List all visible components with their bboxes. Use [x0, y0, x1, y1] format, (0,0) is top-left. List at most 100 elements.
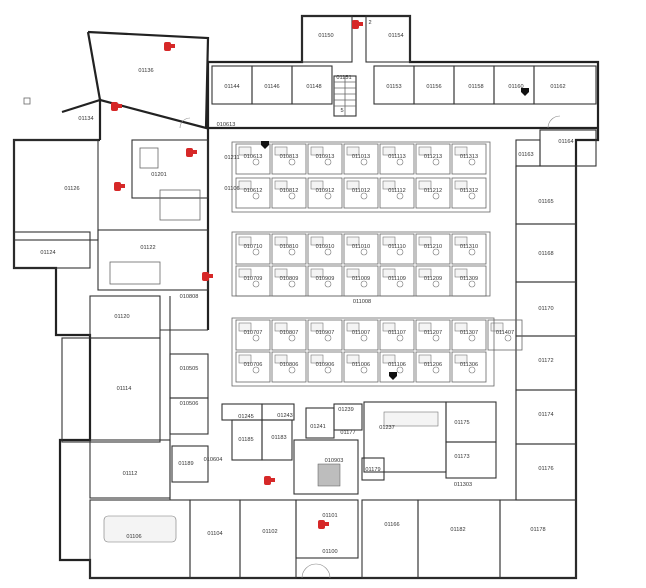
- workstation-011113: 011113: [379, 143, 415, 175]
- room-label-01241: 01241: [310, 424, 326, 430]
- workstation-010906: 010906: [307, 351, 343, 383]
- workstation-010806: 010806: [271, 351, 307, 383]
- room-label-01185: 01185: [238, 437, 253, 443]
- room-label-01100: 01100: [322, 549, 337, 555]
- workstation-label: 011113: [388, 154, 405, 160]
- workstation-011010: 011010: [343, 233, 379, 265]
- room-label-01102: 01102: [262, 529, 277, 535]
- workstation-label: 010810: [280, 244, 299, 250]
- room-label-01164: 01164: [558, 139, 573, 145]
- workstation-label: 011112: [388, 188, 405, 194]
- workstation-011009: 011009: [343, 265, 379, 297]
- room-label-010505: 010505: [180, 366, 199, 372]
- workstation-010909: 010909: [307, 265, 343, 297]
- workstation-label: 010909: [316, 276, 335, 282]
- room-label-01183: 01183: [271, 435, 286, 441]
- room-label-01150: 01150: [318, 33, 333, 39]
- workstation-label: 011310: [460, 244, 478, 250]
- room-label-01178: 01178: [530, 527, 545, 533]
- workstation-label: 011006: [352, 362, 370, 368]
- room-label-01126: 01126: [64, 186, 79, 192]
- workstation-label: 010613: [244, 154, 263, 160]
- room-label-010604: 010604: [204, 457, 223, 463]
- fire-extinguisher-icon: [202, 272, 213, 281]
- room-label-01175: 01175: [454, 420, 469, 426]
- room-label-01182: 01182: [450, 527, 465, 533]
- workstation-label: 010906: [316, 362, 335, 368]
- room-label-011008: 011008: [353, 299, 371, 305]
- workstation-label: 010709: [244, 276, 263, 282]
- room-label-01179: 01179: [365, 467, 380, 473]
- workstation-label: 010812: [280, 188, 299, 194]
- center-core: [221, 401, 497, 495]
- room-label-01165: 01165: [538, 199, 553, 205]
- workstation-label: 011106: [388, 362, 406, 368]
- workstation-label: 010813: [280, 154, 299, 160]
- workstation-011306: 011306: [451, 351, 487, 383]
- room-label-01201: 01201: [151, 172, 167, 178]
- workstation-011309: 011309: [451, 265, 487, 297]
- workstation-label: 010913: [316, 154, 335, 160]
- small-square-marker: [23, 97, 31, 105]
- workstation-label: 011012: [352, 188, 370, 194]
- workstation-011006: 011006: [343, 351, 379, 383]
- room-label-01136: 01136: [138, 68, 153, 74]
- fire-extinguisher-icon: [352, 20, 363, 29]
- top-offices: [211, 15, 597, 117]
- workstation-label: 011007: [352, 330, 370, 336]
- room-label-01112: 01112: [123, 471, 138, 477]
- workstation-label: 011313: [460, 154, 478, 160]
- workstation-label: 011010: [352, 244, 370, 250]
- workstation-label: 011210: [424, 244, 442, 250]
- room-label-010506: 010506: [180, 401, 199, 407]
- room-label-01211: 01211: [224, 155, 239, 161]
- workstation-label: 011212: [424, 188, 442, 194]
- workstation-label: 011013: [352, 154, 370, 160]
- workstation-010707: 010707: [235, 319, 271, 351]
- room-label-01160: 01160: [508, 84, 523, 90]
- workstation-011312: 011312: [451, 177, 487, 209]
- room-label-01158: 01158: [468, 84, 483, 90]
- workstation-label: 010706: [244, 362, 263, 368]
- workstation-label: 010907: [316, 330, 335, 336]
- room-label-011303: 011303: [454, 482, 472, 488]
- workstation-label: 011107: [388, 330, 406, 336]
- workstation-010612: 010612: [235, 177, 271, 209]
- workstation-011407: 011407: [487, 319, 523, 351]
- workstation-label: 010612: [244, 188, 263, 194]
- room-label-01166: 01166: [384, 522, 399, 528]
- workstation-label: 011213: [424, 154, 442, 160]
- room-label-01120: 01120: [114, 314, 129, 320]
- room-label-01151: 01151: [336, 75, 351, 81]
- workstation-011106: 011106: [379, 351, 415, 383]
- safety-icons: 5 2: [23, 20, 529, 529]
- workstation-010810: 010810: [271, 233, 307, 265]
- room-label-01153: 01153: [386, 84, 401, 90]
- workstation-label: 011009: [352, 276, 370, 282]
- fire-extinguisher-icon: [318, 520, 329, 529]
- room-label-01239: 01239: [338, 407, 354, 413]
- room-label-01104: 01104: [207, 531, 222, 537]
- room-label-01156: 01156: [426, 84, 441, 90]
- workstation-010807: 010807: [271, 319, 307, 351]
- workstation-010709: 010709: [235, 265, 271, 297]
- first-aid-icon: [389, 372, 397, 380]
- fire-extinguisher-icon: [114, 182, 125, 191]
- fire-extinguisher-icon: [264, 476, 275, 485]
- workstation-010907: 010907: [307, 319, 343, 351]
- workstation-011012: 011012: [343, 177, 379, 209]
- workstation-010613: 010613: [235, 143, 271, 175]
- workstation-label: 010806: [280, 362, 299, 368]
- room-label-01173: 01173: [454, 454, 469, 460]
- fire-extinguisher-icon: [186, 148, 197, 157]
- workstation-label: 010707: [244, 330, 263, 336]
- workstation-label: 011110: [388, 244, 405, 250]
- room-label-01154: 01154: [388, 33, 403, 39]
- marker-two: 2: [368, 20, 371, 26]
- room-label-01148: 01148: [306, 84, 321, 90]
- room-label-010903: 010903: [325, 458, 344, 464]
- first-aid-icon: [261, 141, 269, 149]
- workstation-label: 011307: [460, 330, 478, 336]
- workstation-011206: 011206: [415, 351, 451, 383]
